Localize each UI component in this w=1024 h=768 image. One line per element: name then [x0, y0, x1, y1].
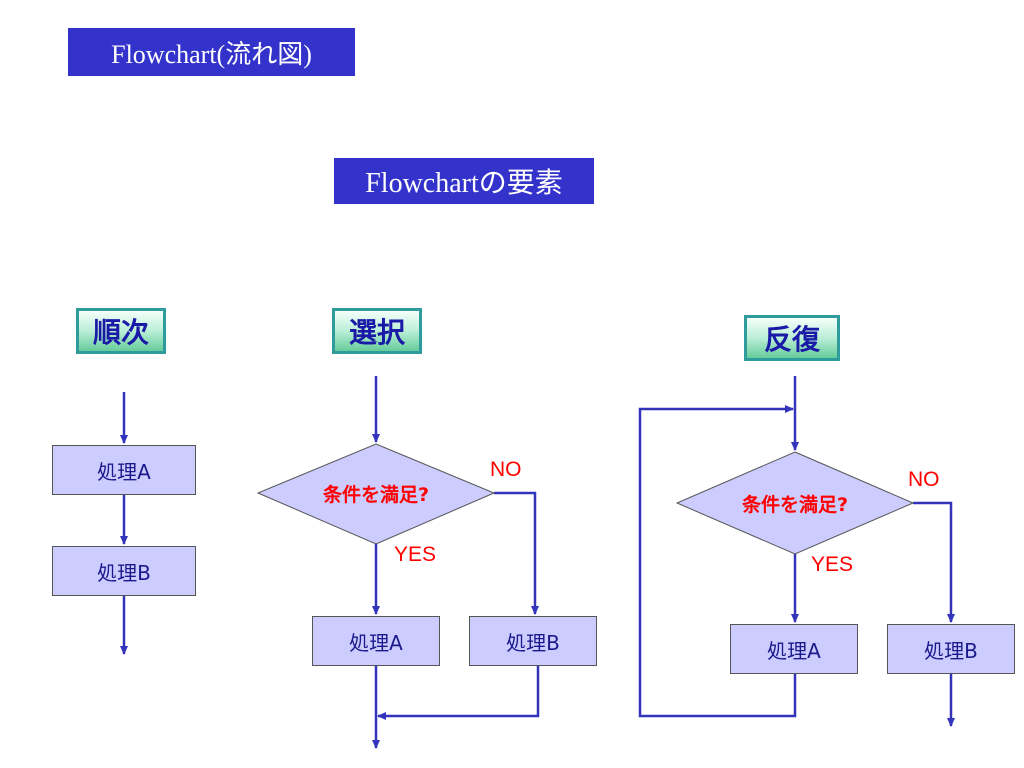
loop-no-label: NO	[908, 468, 940, 491]
loop-back-arrow	[638, 405, 797, 718]
sel-no-label: NO	[490, 458, 522, 481]
loop-arrow-no	[913, 501, 955, 623]
seq-process-a: 処理A	[52, 445, 196, 495]
loop-condition-text: 条件を満足?	[741, 493, 849, 516]
sel-yes-label: YES	[394, 543, 437, 566]
elements-title: Flowchartの要素	[334, 158, 594, 204]
loop-decision-diamond	[675, 451, 915, 555]
sel-arrow-no	[494, 491, 539, 615]
label-selection: 選択	[332, 308, 422, 354]
sel-condition-text: 条件を満足?	[322, 483, 430, 506]
loop-yes-label: YES	[811, 553, 854, 576]
label-loop: 反復	[744, 315, 840, 361]
label-sequence: 順次	[76, 308, 166, 354]
seq-process-b: 処理B	[52, 546, 196, 596]
sel-decision-diamond	[256, 443, 496, 545]
slide-title: Flowchart(流れ図)	[68, 28, 355, 76]
loop-process-a: 処理A	[730, 624, 858, 674]
sel-arrow-merge	[377, 666, 540, 720]
sel-process-b: 処理B	[469, 616, 597, 666]
sel-process-a: 処理A	[312, 616, 440, 666]
loop-process-b: 処理B	[887, 624, 1015, 674]
